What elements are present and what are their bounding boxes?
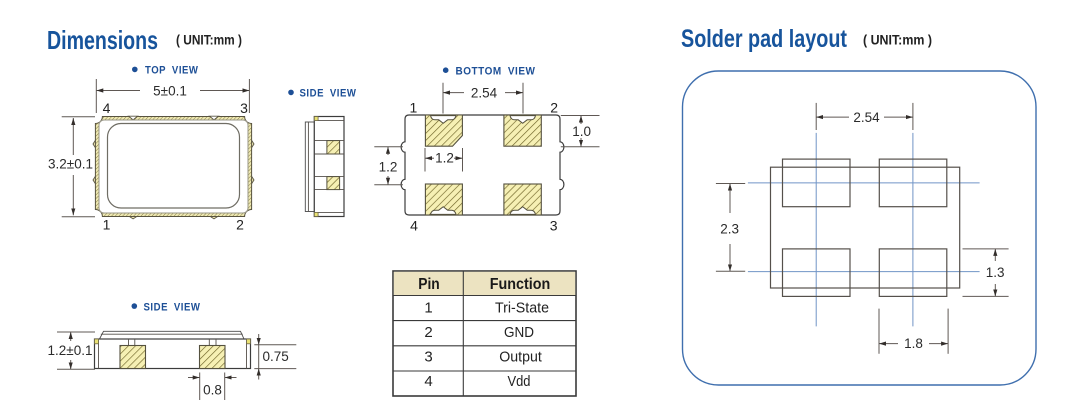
svg-text:BOTTOM VIEW: BOTTOM VIEW [456, 65, 536, 77]
svg-text:4: 4 [103, 100, 111, 116]
svg-text:Output: Output [499, 349, 542, 366]
svg-text:3: 3 [424, 349, 432, 366]
svg-text:Tri-State: Tri-State [495, 300, 549, 317]
svg-text:3: 3 [240, 100, 248, 116]
svg-text:2.3: 2.3 [720, 222, 739, 237]
svg-text:1: 1 [424, 300, 432, 317]
svg-text:3: 3 [550, 217, 558, 233]
svg-text:1: 1 [410, 100, 418, 116]
svg-text:4: 4 [424, 373, 432, 390]
svg-text:Vdd: Vdd [508, 373, 531, 390]
svg-text:1.2: 1.2 [435, 151, 454, 166]
svg-text:1: 1 [103, 217, 111, 233]
svg-text:1.0: 1.0 [572, 124, 591, 139]
svg-text:GND: GND [504, 324, 534, 341]
svg-text:( UNIT:mm ): ( UNIT:mm ) [176, 33, 242, 48]
svg-text:Pin: Pin [418, 276, 440, 293]
svg-text:0.8: 0.8 [203, 383, 222, 398]
svg-text:1.8: 1.8 [904, 336, 923, 351]
svg-text:SIDE VIEW: SIDE VIEW [300, 87, 357, 99]
svg-text:Function: Function [490, 276, 551, 293]
svg-text:2: 2 [236, 217, 244, 233]
svg-text:TOP VIEW: TOP VIEW [145, 65, 199, 77]
svg-text:Dimensions: Dimensions [47, 25, 158, 55]
svg-text:1.2: 1.2 [379, 160, 398, 175]
svg-text:SIDE VIEW: SIDE VIEW [144, 302, 201, 314]
svg-text:2.54: 2.54 [853, 110, 880, 125]
svg-text:1.2±0.1: 1.2±0.1 [48, 343, 93, 358]
svg-text:2: 2 [424, 324, 432, 341]
svg-text:5±0.1: 5±0.1 [153, 84, 187, 99]
svg-text:3.2±0.1: 3.2±0.1 [48, 157, 93, 172]
svg-text:4: 4 [410, 217, 418, 233]
svg-text:1.3: 1.3 [986, 265, 1005, 280]
svg-text:( UNIT:mm ): ( UNIT:mm ) [863, 33, 932, 48]
svg-text:Solder pad layout: Solder pad layout [681, 25, 848, 53]
svg-text:2.54: 2.54 [471, 85, 498, 100]
svg-text:2: 2 [550, 100, 558, 116]
svg-text:0.75: 0.75 [263, 349, 289, 364]
